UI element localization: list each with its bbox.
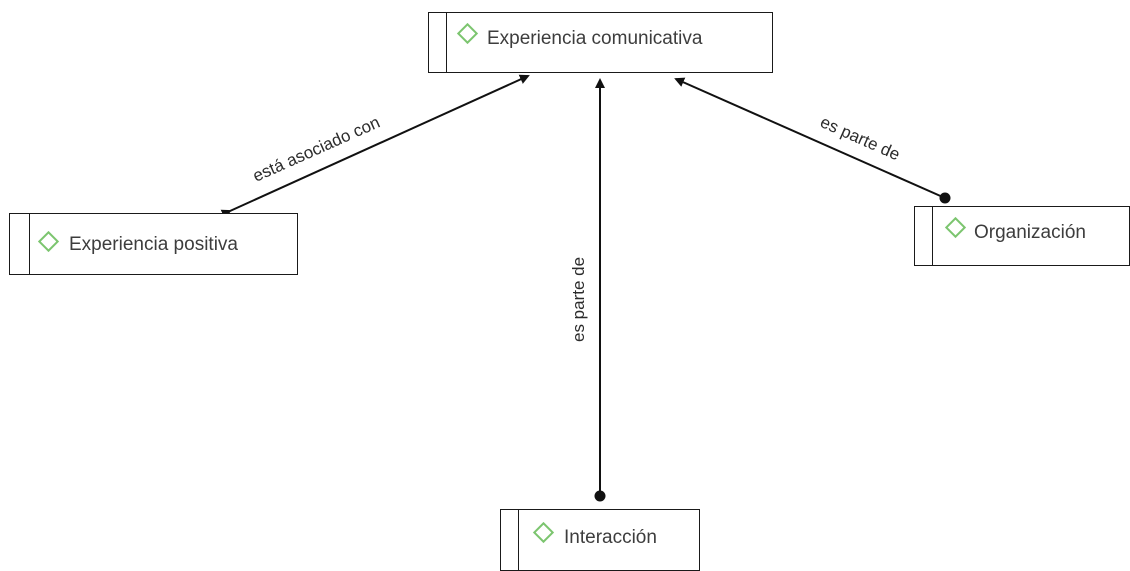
node-strip bbox=[10, 214, 30, 274]
edge-parte-organizacion[interactable]: es parte de bbox=[674, 77, 951, 204]
node-label: Experiencia comunicativa bbox=[487, 28, 703, 49]
edge-parte-interaccion-label: es parte de bbox=[569, 257, 588, 342]
node-label: Organización bbox=[974, 222, 1086, 243]
node-experiencia-positiva[interactable]: Experiencia positiva bbox=[9, 213, 298, 275]
edge-parte-interaccion-origin-dot bbox=[594, 490, 606, 502]
node-label: Interacción bbox=[564, 527, 657, 548]
diamond-icon bbox=[532, 521, 555, 544]
node-strip bbox=[915, 207, 933, 265]
node-label: Experiencia positiva bbox=[69, 234, 238, 255]
edge-asociado[interactable]: está asociado con bbox=[220, 74, 530, 219]
node-strip bbox=[429, 13, 447, 72]
edge-parte-organizacion-line bbox=[674, 77, 946, 199]
diamond-icon bbox=[944, 216, 967, 239]
node-experiencia-comunicativa[interactable]: Experiencia comunicativa bbox=[428, 12, 773, 73]
edge-asociado-label: está asociado con bbox=[250, 113, 383, 186]
edge-asociado-line bbox=[220, 74, 530, 219]
edge-parte-organizacion-origin-dot bbox=[939, 192, 951, 204]
diamond-icon bbox=[37, 230, 60, 253]
edge-parte-interaccion[interactable]: es parte de bbox=[569, 78, 606, 502]
edge-parte-organizacion-label: es parte de bbox=[817, 112, 902, 164]
node-organizacion[interactable]: Organización bbox=[914, 206, 1130, 266]
node-strip bbox=[501, 510, 519, 570]
diamond-icon bbox=[456, 22, 479, 45]
node-interaccion[interactable]: Interacción bbox=[500, 509, 700, 571]
